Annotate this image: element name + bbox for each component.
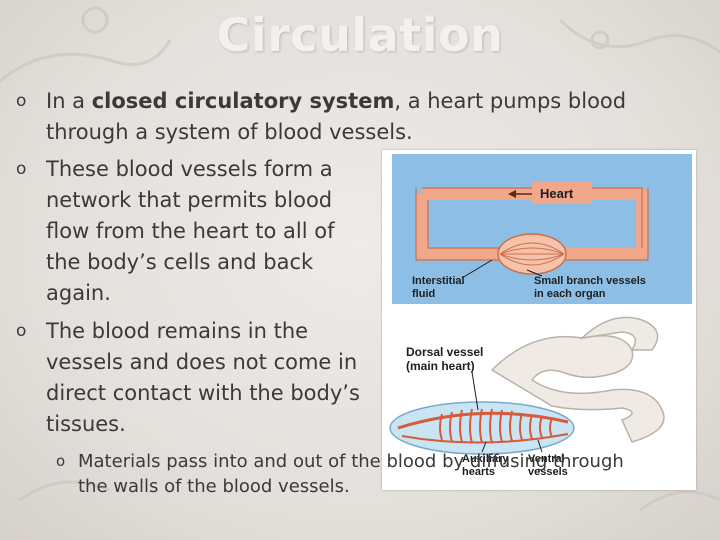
earthworm-diagram: Dorsal vessel (main heart) Auxiliary hea… — [389, 316, 665, 478]
bullet-text: The blood remains in the vessels and doe… — [46, 319, 360, 436]
label-ventral-2: vessels — [528, 466, 568, 478]
slide-title: Circulation — [216, 8, 504, 62]
bullet-text-prefix: In a — [46, 89, 92, 113]
sub-bullet-diffusion: o Materials pass into and out of the blo… — [56, 449, 626, 499]
label-auxiliary-2: hearts — [462, 466, 495, 478]
bullet-network: o These blood vessels form a network tha… — [16, 154, 366, 309]
bullet-text: These blood vessels form a network that … — [46, 157, 335, 305]
closed-system-diagram: Heart Interstitial fluid Small branch ve… — [392, 154, 692, 304]
circulation-figure: Heart Interstitial fluid Small branch ve… — [382, 150, 696, 490]
bullet-vessels: o The blood remains in the vessels and d… — [16, 316, 366, 440]
label-interstitial-2: fluid — [412, 288, 435, 300]
bullet-text-suffix: , a heart pumps blood through a system o… — [46, 89, 627, 144]
bullet-closed-system: o In a closed circulatory system, a hear… — [16, 86, 706, 148]
label-small-vessels-1: Small branch vessels — [534, 275, 646, 287]
label-ventral-1: Ventral — [528, 453, 565, 465]
label-small-vessels-2: in each organ — [534, 288, 606, 300]
bullet-marker: o — [56, 452, 66, 470]
label-dorsal-1: Dorsal vessel — [406, 345, 483, 359]
bullet-marker: o — [16, 91, 27, 111]
closed-system-svg: Heart Interstitial fluid Small branch ve… — [412, 182, 649, 300]
bullet-marker: o — [16, 159, 27, 179]
label-dorsal-2: (main heart) — [406, 359, 475, 373]
label-auxiliary-1: Auxiliary — [462, 453, 509, 465]
label-heart: Heart — [540, 186, 574, 201]
bullet-marker: o — [16, 321, 27, 341]
sub-bullet-text: Materials pass into and out of the blood… — [78, 451, 624, 497]
bullet-text-bold: closed circulatory system — [91, 89, 395, 113]
label-interstitial-1: Interstitial — [412, 275, 465, 287]
